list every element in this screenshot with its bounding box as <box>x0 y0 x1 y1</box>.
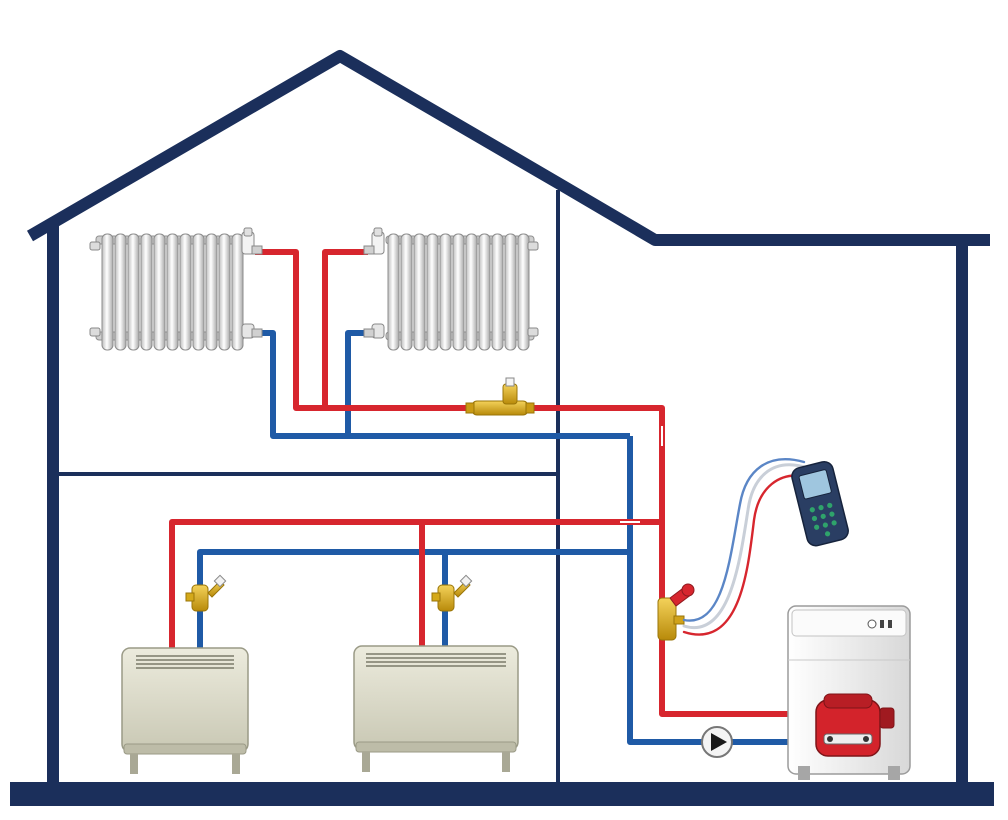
lockshield-valve-icon <box>363 323 385 339</box>
burner-icon <box>815 693 895 757</box>
pipe-crossing-highlights <box>620 426 663 523</box>
return-pipe-riser <box>627 436 790 745</box>
supply-pipe-upper-right <box>322 249 368 408</box>
foundation <box>10 782 994 806</box>
balancing-valve-main-icon <box>465 377 535 416</box>
radiator-left <box>89 227 263 351</box>
convector-grille <box>366 653 506 667</box>
boiler-control-panel <box>867 619 892 629</box>
flow-meter-icon <box>791 460 849 547</box>
supply-pipe-upper-left <box>255 249 478 411</box>
radiator-right <box>363 227 539 351</box>
balancing-valve-left-icon <box>185 574 227 612</box>
return-pipe-upper-right <box>345 330 372 436</box>
convector-grille <box>136 655 234 669</box>
circulation-pump-icon <box>701 726 733 758</box>
balancing-valve-right-icon <box>431 574 473 612</box>
return-pipe-lower-main <box>197 549 630 650</box>
convector-right <box>353 645 519 772</box>
house-outline <box>10 50 994 806</box>
lockshield-valve-icon <box>241 323 263 339</box>
supply-pipe-lower-main <box>169 519 662 650</box>
boiler-icon <box>787 605 911 780</box>
thermostatic-valve-icon <box>363 227 385 255</box>
roof-line <box>26 50 990 246</box>
measuring-hoses <box>682 458 814 636</box>
thermostatic-valve-icon <box>241 227 263 255</box>
supply-pipes <box>169 249 790 717</box>
convector-left <box>121 647 249 774</box>
supply-pipe-main <box>525 405 790 717</box>
partner-valve-icon <box>657 583 695 641</box>
